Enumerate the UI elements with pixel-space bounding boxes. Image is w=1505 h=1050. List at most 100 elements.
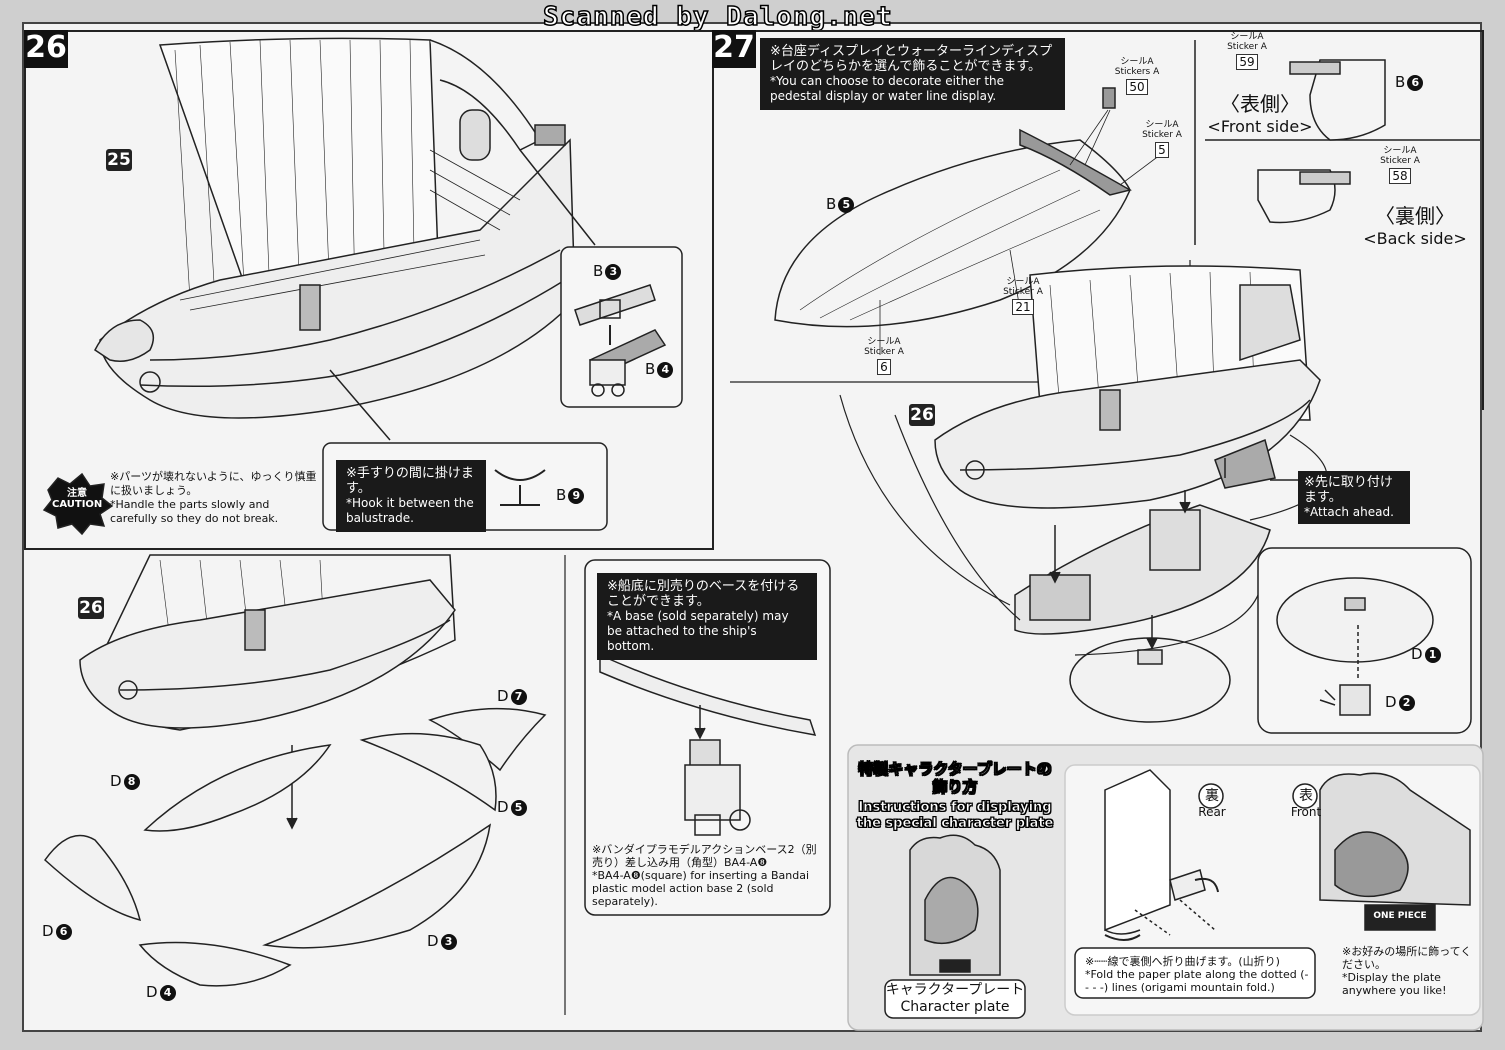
part-letter: D [1385, 693, 1397, 711]
display-anywhere-note: ※お好みの場所に飾ってください。 *Display the plate anyw… [1342, 945, 1480, 997]
part-number: 8 [123, 774, 140, 790]
base-d1-illustration [1276, 577, 1434, 663]
base-note-en: *A base (sold separately) may be attache… [607, 609, 789, 653]
hook-note-en: *Hook it between the balustrade. [346, 496, 474, 525]
character-plate-illustration [909, 834, 1001, 976]
sticker-50-shape [1102, 87, 1116, 109]
part-letter: B [1395, 73, 1406, 91]
sticker-number: 59 [1236, 54, 1258, 70]
front-en: Front [1290, 805, 1322, 819]
part-number: 2 [1398, 695, 1415, 711]
wave-d3 [262, 823, 492, 949]
sticker-number: 5 [1155, 142, 1169, 158]
wave-d8 [143, 744, 332, 832]
char-plate-jp: キャラクタープレート [885, 982, 1025, 998]
sticker-number: 58 [1389, 168, 1411, 184]
front-jp: 表 [1299, 788, 1313, 804]
caution-badge-jp: 注意 [67, 488, 87, 499]
display-choice-jp: ※台座ディスプレイとウォーターラインディスプレイのどちらかを選んで飾ることができ… [770, 44, 1053, 74]
ship-illustration-step26 [94, 37, 576, 419]
attach-ahead-en: *Attach ahead. [1304, 505, 1394, 519]
separate-base-note: ※船底に別売りのベースを付けることができます。 *A base (sold se… [597, 573, 817, 660]
part-letter: D [110, 772, 122, 790]
caution-en: *Handle the parts slowly and carefully s… [110, 498, 279, 525]
rear-en: Rear [1198, 805, 1226, 819]
display-choice-en: *You can choose to decorate either the p… [770, 74, 1005, 103]
display-anywhere-jp: ※お好みの場所に飾ってください。 [1342, 945, 1472, 971]
front-side-label: 〈表側〉 <Front side> [1205, 88, 1315, 136]
step-26-number: 26 [24, 30, 68, 68]
part-letter: D [1411, 645, 1423, 663]
back-side-label: 〈裏側〉 <Back side> [1360, 200, 1470, 248]
action-base-en: *BA4-A❽(square) for inserting a Bandai p… [592, 869, 810, 908]
part-letter: D [427, 932, 439, 950]
caution-badge: 注意 CAUTION [52, 488, 102, 510]
rear-label: 裏 Rear [1190, 787, 1234, 819]
sticker-number: 50 [1126, 79, 1148, 95]
sticker-word: シールA [1230, 32, 1264, 42]
rear-jp: 裏 [1205, 788, 1219, 804]
part-letter: B [826, 195, 837, 213]
part-number: 6 [1407, 75, 1424, 91]
part-number: 6 [55, 924, 72, 940]
wave-d6 [44, 834, 142, 922]
part-number: 1 [1424, 647, 1441, 663]
part-letter: D [146, 983, 158, 1001]
part-number: 5 [838, 197, 855, 213]
hook-note-jp: ※手すりの間に掛けます。 [346, 466, 474, 496]
sticker-en: Sticker A [864, 347, 904, 357]
sticker-en: Sticker A [1227, 42, 1267, 52]
wave-d5 [359, 732, 497, 812]
reference-step-26-badge: 26 [78, 597, 104, 619]
back-side-jp: 〈裏側〉 [1375, 204, 1455, 228]
action-base-jp: ※バンダイプラモデルアクションベース2（別売り）差し込み用（角型）BA4-A❽ [592, 843, 817, 869]
cannon-parts-illustration [574, 284, 667, 397]
plate-rear-fold-illustration [1104, 769, 1216, 936]
ship-with-waves-illustration [44, 554, 547, 987]
caution-text: ※パーツが壊れないように、ゆっくり慎重に扱いましょう。 *Handle the … [110, 470, 320, 526]
part-number: 4 [657, 362, 674, 378]
part-letter: D [497, 687, 509, 705]
fold-jp: ※┄┄線で裏側へ折り曲げます。(山折り) [1085, 955, 1280, 968]
fold-instruction: ※┄┄線で裏側へ折り曲げます。(山折り) *Fold the paper pla… [1085, 955, 1310, 994]
step-27-number: 27 [712, 30, 756, 68]
attach-ahead-jp: ※先に取り付けます。 [1304, 475, 1393, 505]
sticker-en: Sticker A [1380, 156, 1420, 166]
part-number: 7 [510, 689, 527, 705]
plate-b6-front-illustration [1289, 59, 1386, 141]
one-piece-logo: ONE PIECE [1373, 911, 1427, 921]
character-plate-title: 特製キャラクタープレートの飾り方 Instructions for displa… [855, 760, 1055, 832]
sticker-number: 21 [1012, 299, 1034, 315]
character-plate-caption: キャラクタープレート Character plate [885, 982, 1025, 1016]
char-plate-title-jp: 特製キャラクタープレートの飾り方 [858, 760, 1052, 797]
front-label: 表 Front [1284, 787, 1328, 819]
front-side-en: <Front side> [1207, 117, 1313, 136]
part-letter: B [593, 262, 604, 280]
step-27-panel [712, 30, 1484, 410]
part-letter: B [645, 360, 656, 378]
char-plate-title-en: Instructions for displaying the special … [856, 800, 1054, 832]
stern-part-illustration [1214, 438, 1276, 489]
sticker-word: シールA [1006, 277, 1040, 287]
waterline-base-illustration [1014, 504, 1271, 635]
sticker-en: Sticker A [1003, 287, 1043, 297]
sticker-word: シールA [1120, 57, 1154, 67]
caution-badge-en: CAUTION [52, 499, 103, 510]
back-side-en: <Back side> [1363, 229, 1467, 248]
